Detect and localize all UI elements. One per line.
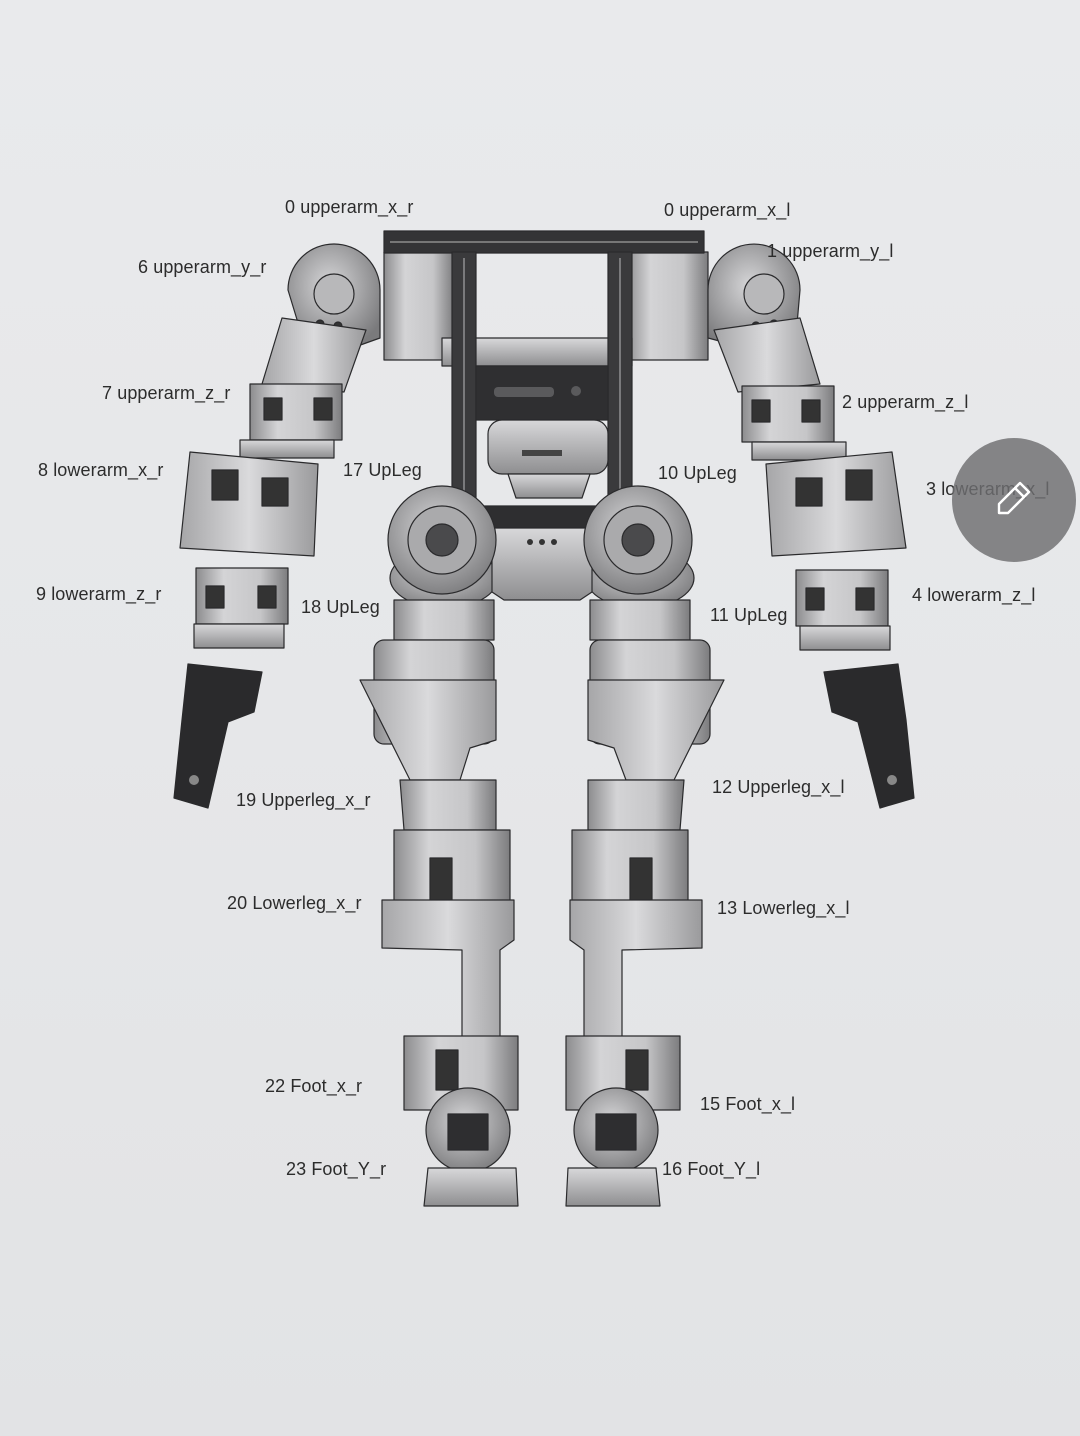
label-lowerarm-x-r: 8 lowerarm_x_r — [38, 460, 164, 480]
label-upperleg-x-r: 19 Upperleg_x_r — [236, 790, 371, 810]
chin-block — [507, 473, 591, 499]
arm-left — [707, 243, 915, 809]
arm-right — [173, 243, 381, 809]
label-foot-y-r: 23 Foot_Y_r — [286, 1159, 387, 1179]
lowerarm-housing-right — [179, 451, 319, 557]
label-upleg-11: 11 UpLeg — [710, 605, 788, 625]
label-lowerarm-z-r: 9 lowerarm_z_r — [36, 584, 162, 604]
gripper-left — [823, 663, 915, 809]
label-foot-y-l: 16 Foot_Y_l — [662, 1159, 761, 1179]
pencil-icon — [994, 478, 1034, 523]
label-foot-x-r: 22 Foot_x_r — [265, 1076, 363, 1096]
label-upleg-17: 17 UpLeg — [343, 460, 422, 480]
hip-assembly — [387, 485, 695, 609]
label-upperarm-z-l: 2 upperarm_z_l — [842, 392, 969, 412]
label-upperarm-x-r: 0 upperarm_x_r — [285, 197, 414, 217]
upperarm-left — [713, 317, 821, 393]
leg-left — [565, 599, 725, 1207]
label-foot-x-l: 15 Foot_x_l — [700, 1094, 796, 1114]
gripper-right — [173, 663, 263, 809]
label-upperarm-y-r: 6 upperarm_y_r — [138, 257, 267, 277]
shin-left — [569, 899, 703, 1041]
foot-left — [565, 1167, 661, 1207]
leg-right — [359, 599, 519, 1207]
label-lowerleg-x-l: 13 Lowerleg_x_l — [717, 898, 850, 918]
label-upperarm-z-r: 7 upperarm_z_r — [102, 383, 231, 403]
shin-right — [381, 899, 515, 1041]
label-lowerleg-x-r: 20 Lowerleg_x_r — [227, 893, 362, 913]
label-lowerarm-z-l: 4 lowerarm_z_l — [912, 585, 1036, 605]
label-upperarm-x-l: 0 upperarm_x_l — [664, 200, 791, 220]
label-upperarm-y-l: 1 upperarm_y_l — [767, 241, 894, 261]
head-unit — [487, 419, 609, 475]
lowerarm-housing-left — [765, 451, 907, 557]
torso — [383, 230, 709, 529]
label-upperleg-x-l: 12 Upperleg_x_l — [712, 777, 845, 797]
shoulder-block-left — [625, 251, 709, 361]
label-upleg-10: 10 UpLeg — [658, 463, 737, 483]
foot-right — [423, 1167, 519, 1207]
upperarm-right — [261, 317, 367, 393]
label-upleg-18: 18 UpLeg — [301, 597, 380, 617]
hip-center-block — [491, 527, 593, 601]
edit-button[interactable] — [952, 438, 1076, 562]
